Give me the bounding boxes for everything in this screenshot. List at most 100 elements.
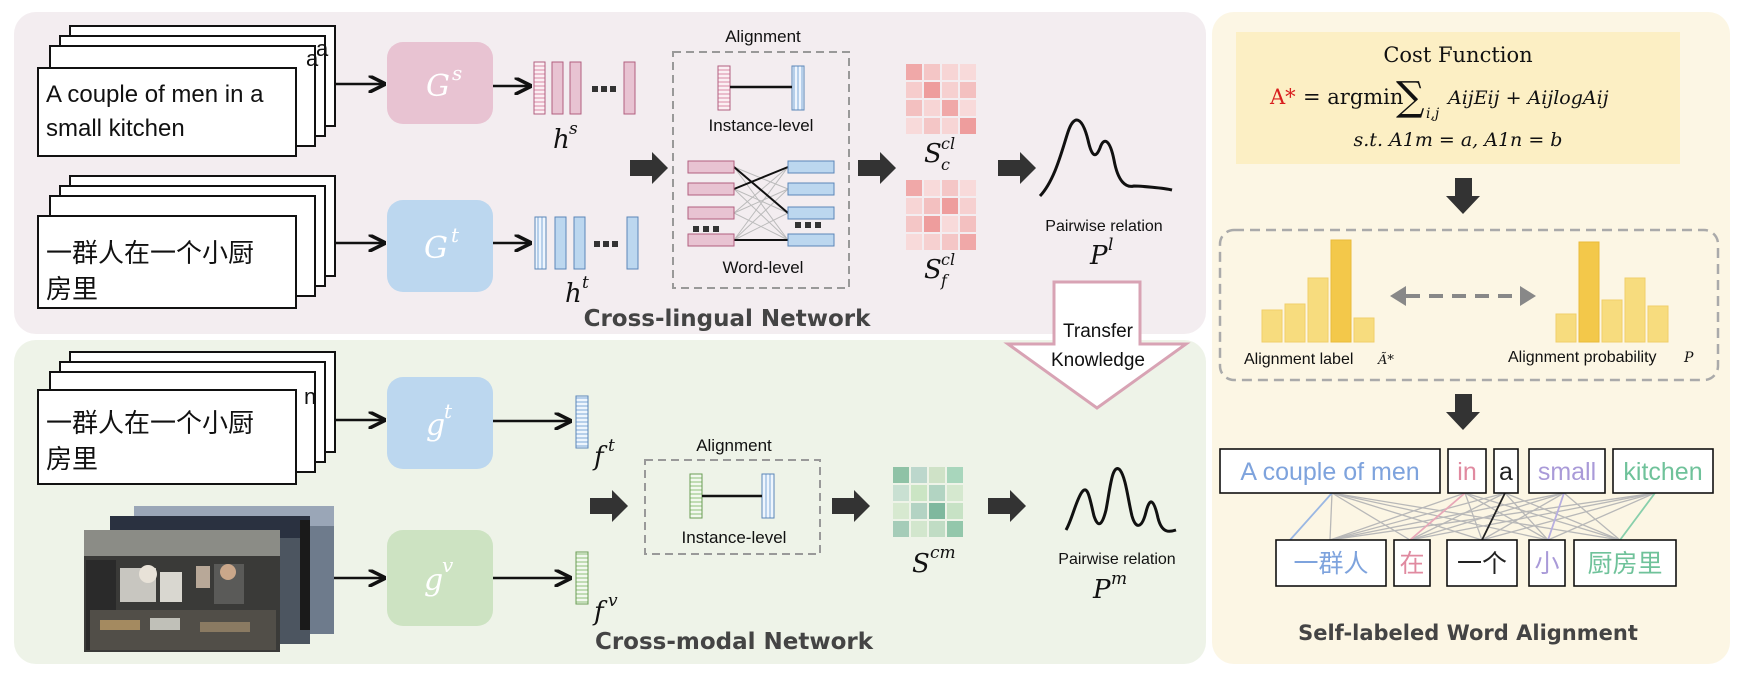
cost-a-star: A* [1269,85,1296,109]
encoder-gv: g v [387,530,493,626]
bottom-word-box-2 [1393,539,1431,587]
cost-function-equation: A* = argmin ∑ i,j AijEij + AijlogAij s.t… [1269,74,1609,151]
feat-fv-sup: v [608,591,618,611]
cost-argmin: = argmin [1303,85,1403,109]
encoder-Gs-sup: s [452,61,462,85]
pairwise-symbol-cm-sup: m [1111,569,1127,589]
encoder-gv-sup: v [442,553,454,577]
alignment-label-bars [1261,239,1375,343]
source-text-line-1: A couple of men in a [46,81,264,108]
feat-ht-sup: t [582,273,589,293]
alignment-title-cm: Alignment [696,436,772,455]
alignment-compare-box [1218,228,1720,382]
cross-modal-title: Cross-modal Network [595,629,874,655]
encoder-gv-base: g [424,563,443,598]
cm-stack-peek: n [304,384,316,409]
encoder-gt-base: g [426,408,445,443]
transfer-label: Transfer [1063,321,1134,342]
top-word-box-3 [1493,448,1519,494]
pairwise-curve-cm [1064,467,1177,533]
arrow-bars-to-words [1446,394,1480,430]
sim-coarse-label: S c cl [924,134,955,174]
arrow-cost-to-bars [1446,178,1480,214]
word-alignment-lines [1329,492,1656,541]
encoder-gt-sup: t [444,399,453,423]
top-word-box-5 [1612,448,1714,494]
alignment-probability-text: Alignment probability [1508,349,1657,366]
sim-fine-label: S f cl [924,250,955,290]
top-word-box-2 [1447,448,1487,494]
features-hs: h s [533,61,636,155]
pairwise-symbol-cl: P l [1089,235,1113,271]
word-alignment-matches [1289,492,1656,541]
sim-fine-sup: cl [941,250,955,269]
arrow-to-pairwise-cm [988,490,1026,522]
cost-function-box [1236,32,1680,164]
alignment-box-cm: Alignment Instance-level [644,436,821,555]
pairwise-label-cl: Pairwise relation [1045,218,1162,235]
instance-level-label-cm: Instance-level [682,528,787,547]
arrow-to-pairwise-cl [998,152,1036,184]
pairwise-label-cm: Pairwise relation [1058,551,1175,568]
target-text-line-2: 房里 [46,275,98,305]
features-ht: h t [534,216,639,309]
alignment-title-cl: Alignment [725,27,801,46]
bottom-word-2: 在 [1399,549,1424,578]
top-word-4: small [1538,458,1596,486]
target-sentence-stack: 一群人在一个小厨 房里 [37,175,336,309]
stack-peek-letter: a [306,46,319,71]
bottom-word-boxes [1275,539,1677,587]
top-word-2: in [1457,458,1476,486]
arrow-to-sim-cm [832,490,870,522]
feat-ht-base: h [565,279,582,309]
bottom-word-3: 一个 [1457,549,1507,578]
bottom-word-1: 一群人 [1293,549,1368,578]
cm-text-stack: n 一群人在一个小厨 房里 [37,351,336,485]
bottom-word-box-5 [1573,539,1677,587]
encoder-Gs: G s [387,42,493,124]
pairwise-symbol-cm: P m [1092,569,1127,605]
self-labeled-title: Self-labeled Word Alignment [1298,621,1638,645]
target-text-line-1: 一群人在一个小厨 [46,239,254,269]
cost-term: AijEij + AijlogAij [1446,87,1609,109]
bottom-word-5: 厨房里 [1587,549,1662,578]
sim-coarse-sup: cl [941,134,955,153]
arrow-to-sim-cl [858,152,896,184]
sim-cm-sup: cm [930,543,956,563]
pairwise-symbol-cl-sup: l [1108,235,1113,255]
top-word-boxes [1219,448,1714,494]
sim-matrix-fine [906,180,976,250]
top-word-1: A couple of men [1240,458,1419,486]
cost-function-title: Cost Function [1383,43,1532,67]
encoder-Gt-base: G [424,231,448,266]
sim-fine-base: S [924,255,942,285]
alignment-probability-symbol: P [1683,350,1694,366]
sim-matrix-coarse [906,64,976,134]
sum-sign-icon: ∑ [1396,74,1425,120]
bottom-word-4: 小 [1534,549,1559,578]
sim-coarse-sub: c [941,155,950,174]
encoder-gt: g t [387,377,493,469]
bottom-word-box-4 [1528,539,1566,587]
alignment-label-symbol: Ã* [1377,352,1394,368]
knowledge-label: Knowledge [1051,350,1145,371]
feat-ft-sup: t [608,436,615,456]
arrow-to-alignment-cm [590,490,628,522]
feat-hs-base: h [553,125,570,155]
feat-hs-sup: s [569,119,578,139]
encoder-Gs-base: G [426,69,450,104]
alignment-box-cl: Alignment Instance-level Word-level [672,27,850,289]
sim-coarse-base: S [924,139,942,169]
top-word-box-4 [1528,448,1606,494]
cm-text-line-2: 房里 [46,445,98,475]
bottom-word-box-3 [1446,539,1518,587]
bottom-word-box-1 [1275,539,1387,587]
arrow-to-alignment-cl [630,152,668,184]
top-word-3: a [1499,458,1513,486]
sim-fine-sub: f [940,271,950,290]
cm-text-line-1: 一群人在一个小厨 [46,409,254,439]
alignment-label-text: Alignment label [1244,351,1353,368]
cost-constraint: s.t. A1m = a, A1n = b [1354,129,1563,151]
source-sentence-stack: a a A couple of men in a small kitchen [37,25,336,157]
